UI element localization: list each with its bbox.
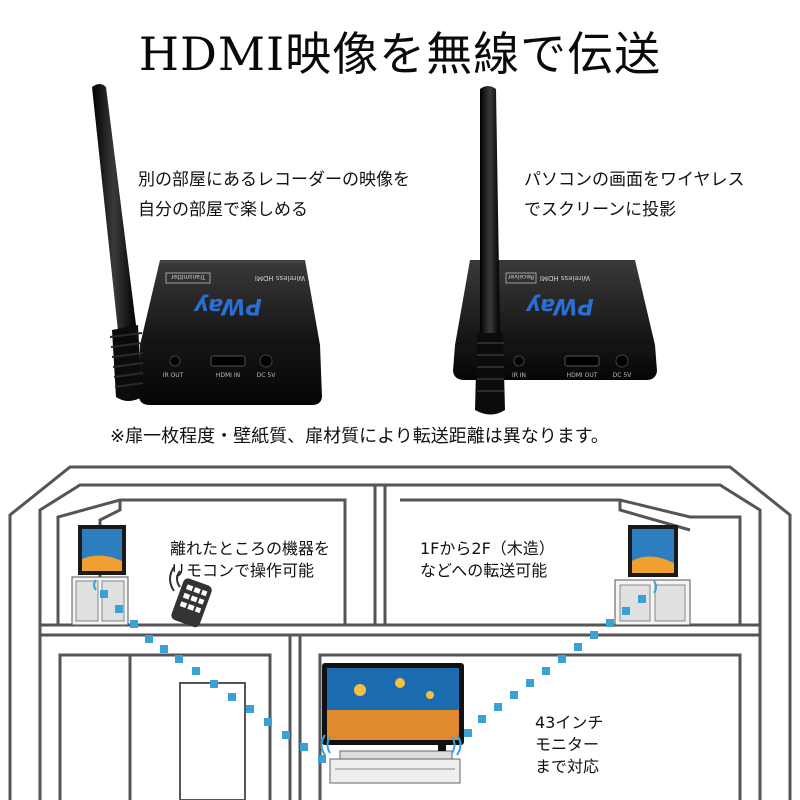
wifi-icon xyxy=(93,579,657,756)
receiver-antenna xyxy=(475,86,505,415)
receiver-brand: PWay xyxy=(525,293,594,318)
receiver-device: PWay Wireless HDMI Receiver IR IN HDMI O… xyxy=(453,86,657,415)
caption-left-line1: 別の部屋にあるレコーダーの映像を xyxy=(138,170,410,190)
tv-size-text: 43インチ モニター まで対応 xyxy=(535,712,603,778)
big-tv xyxy=(322,663,464,784)
signal-dots xyxy=(100,590,646,763)
left-room-text: 離れたところの機器を リモコンで操作可能 xyxy=(170,538,330,582)
transmitter-antenna xyxy=(92,84,144,401)
right-room-line2: などへの転送可能 xyxy=(420,561,548,580)
distance-note: ※扉一枚程度・壁紙質、扉材質により転送距離は異なります。 xyxy=(110,426,609,447)
transmitter-label: Wireless HDMI xyxy=(255,274,305,282)
tv-size-line3: まで対応 xyxy=(535,757,600,776)
page-title: HDMI映像を無線で伝送 xyxy=(138,27,662,81)
left-room-line1: 離れたところの機器を xyxy=(170,539,331,558)
transmitter-brand: PWay xyxy=(193,293,262,318)
caption-right-line1: パソコンの画面をワイヤレス xyxy=(524,170,745,190)
transmitter-port-ir: IR OUT xyxy=(163,372,184,379)
remote-signal-icon xyxy=(169,566,181,592)
caption-left: 別の部屋にあるレコーダーの映像を 自分の部屋で楽しめる xyxy=(138,165,410,225)
caption-right: パソコンの画面をワイヤレス でスクリーンに投影 xyxy=(524,165,745,225)
left-room-line2: リモコンで操作可能 xyxy=(170,561,315,580)
remote-icon xyxy=(171,578,212,628)
caption-left-line2: 自分の部屋で楽しめる xyxy=(138,200,308,220)
receiver-label: Wireless HDMI xyxy=(540,274,590,282)
transmitter-badge: Transmitter xyxy=(170,273,206,280)
caption-right-line2: でスクリーンに投影 xyxy=(524,200,677,220)
tv-size-line2: モニター xyxy=(535,735,600,754)
left-tv xyxy=(71,525,129,626)
house-outline xyxy=(8,465,792,800)
receiver-port-hdmi: HDMI OUT xyxy=(567,372,598,379)
transmitter-port-dc: DC 5V xyxy=(257,372,277,379)
transmitter-device: PWay Wireless HDMI Transmitter IR OUT HD… xyxy=(92,84,322,405)
right-tv xyxy=(614,525,691,626)
receiver-port-ir: IR IN xyxy=(512,372,526,379)
receiver-port-dc: DC 5V xyxy=(613,372,633,379)
right-room-line1: 1Fから2F（木造） xyxy=(420,539,555,558)
right-room-text: 1Fから2F（木造） などへの転送可能 xyxy=(420,538,555,582)
product-photo: PWay Wireless HDMI Transmitter IR OUT HD… xyxy=(92,84,657,415)
tv-size-line1: 43インチ xyxy=(535,713,604,732)
receiver-badge: Receiver xyxy=(507,273,533,280)
transmitter-port-hdmi: HDMI IN xyxy=(216,372,240,379)
house-diagram xyxy=(8,465,792,800)
